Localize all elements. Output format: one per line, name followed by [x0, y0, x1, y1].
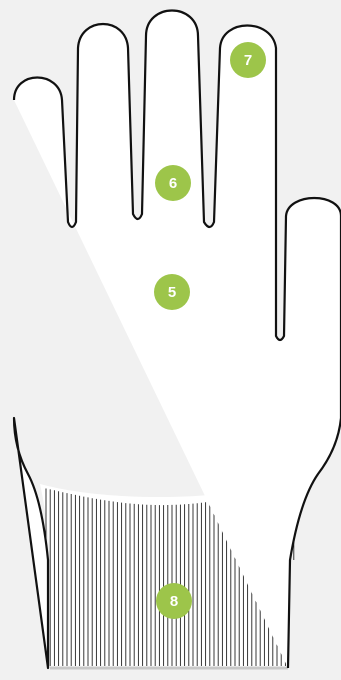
marker-palm-label: 5: [168, 284, 176, 301]
marker-cuff-label: 8: [170, 593, 178, 610]
marker-palm: 5: [154, 274, 190, 310]
marker-fingers-label: 6: [169, 175, 177, 192]
marker-cuff: 8: [156, 583, 192, 619]
marker-fingers: 6: [155, 165, 191, 201]
marker-fingertip-label: 7: [244, 52, 252, 69]
marker-fingertip: 7: [230, 42, 266, 78]
